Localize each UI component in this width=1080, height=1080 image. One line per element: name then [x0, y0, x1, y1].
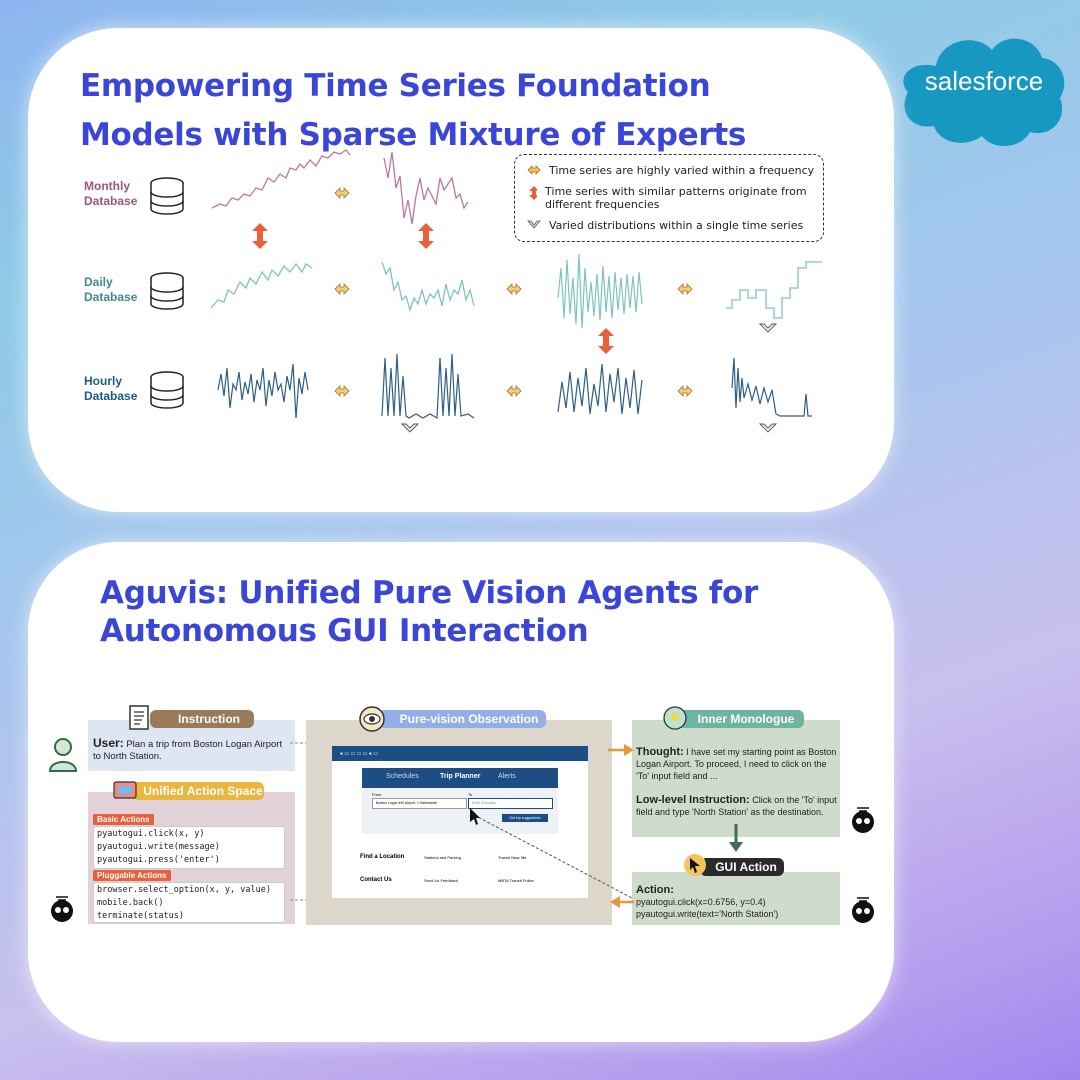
- salesforce-wordmark: salesforce: [925, 66, 1044, 96]
- inner-monologue-panel: Thought: I have set my starting point as…: [632, 720, 840, 837]
- title-line: Models with Sparse Mixture of Experts: [80, 117, 747, 153]
- action-space-panel: Basic Actions pyautogui.click(x, y) pyau…: [88, 792, 295, 924]
- basic-actions-tag: Basic Actions: [93, 814, 154, 825]
- pluggable-actions-box: browser.select_option(x, y, value) mobil…: [93, 882, 285, 923]
- user-icon: [48, 738, 78, 772]
- database-icon: [150, 272, 184, 310]
- database-icon: [150, 177, 184, 215]
- thought-text: Thought: I have set my starting point as…: [636, 746, 837, 781]
- paper-card-moirai-moe: Empowering Time Series Foundation Models…: [28, 28, 894, 512]
- legend-box: Time series are highly varied within a f…: [514, 154, 824, 242]
- low-level-instruction: Low-level Instruction: Click on the 'To'…: [636, 794, 837, 817]
- site-header: ● ▭ ▭ ▭ ▭ ● ▭: [332, 746, 588, 761]
- monthly-series-2: [383, 151, 469, 225]
- instruction-icon: [129, 705, 149, 730]
- stations-link[interactable]: Stations and Parking: [424, 855, 461, 860]
- toolbox-icon: [113, 781, 137, 799]
- from-input[interactable]: Boston Logan Int'l Airport, 1 Harborside: [372, 798, 467, 809]
- salesforce-logo: salesforce: [903, 38, 1065, 147]
- pluggable-actions-tag: Pluggable Actions: [93, 870, 171, 881]
- vertical-arrow-icon: [529, 186, 538, 200]
- site-tabs: Schedules Trip Planner Alerts: [362, 768, 558, 788]
- daily-series-4: [726, 261, 822, 319]
- gui-action-panel: Action: pyautogui.click(x=0.6756, y=0.4)…: [632, 872, 840, 925]
- down-arrow-icon: [729, 824, 743, 852]
- observation-header: Pure-vision Observation: [378, 710, 546, 728]
- legend-item: Time series are highly varied within a f…: [527, 164, 814, 177]
- legend-item: Time series with similar patterns origin…: [527, 185, 817, 211]
- action-text: Action: pyautogui.click(x=0.6756, y=0.4)…: [636, 884, 779, 919]
- legend-item: Varied distributions within a single tim…: [527, 219, 803, 232]
- time-series-figure: [150, 149, 822, 433]
- eye-icon: [359, 706, 385, 732]
- gui-action-header: GUI Action: [700, 858, 784, 876]
- title-line: Aguvis: Unified Pure Vision Agents for: [100, 575, 758, 611]
- cursor-icon: [684, 854, 706, 876]
- title-line: Autonomous GUI Interaction: [100, 613, 589, 649]
- transit-police-link[interactable]: MBTA Transit Police: [498, 878, 534, 883]
- database-icon: [150, 371, 184, 409]
- hourly-series-3: [557, 363, 643, 415]
- brain-icon: [663, 706, 687, 730]
- daily-series-3: [557, 253, 643, 329]
- get-trip-suggestions-button[interactable]: Get trip suggestions: [502, 814, 548, 822]
- hourly-series-4: [731, 357, 812, 417]
- feedback-link[interactable]: Send Us Feedback: [424, 878, 459, 883]
- connector-arrows: [470, 744, 634, 908]
- action-space-header: Unified Action Space: [132, 782, 264, 800]
- hourly-series-2: [381, 353, 475, 420]
- chevron-down-icon: [527, 220, 541, 229]
- instruction-header: Instruction: [150, 710, 254, 728]
- user-instruction: User: Plan a trip from Boston Logan Airp…: [93, 736, 283, 762]
- paper-title-1: Empowering Time Series Foundation Models…: [80, 62, 780, 160]
- double-arrow-icon: [527, 165, 541, 175]
- instruction-panel: User: Plan a trip from Boston Logan Airp…: [88, 720, 295, 771]
- find-location-label: Find a Location: [360, 854, 405, 860]
- monthly-series-1: [211, 149, 351, 209]
- title-line: Empowering Time Series Foundation: [80, 68, 711, 104]
- trip-planner-form: From To Boston Logan Int'l Airport, 1 Ha…: [362, 788, 558, 834]
- paper-card-aguvis: Aguvis: Unified Pure Vision Agents for A…: [28, 542, 894, 1042]
- robot-icon: [51, 896, 73, 922]
- robot-icon: [852, 897, 874, 923]
- observation-panel: ● ▭ ▭ ▭ ▭ ● ▭ Schedules Trip Planner Ale…: [306, 720, 612, 925]
- to-input[interactable]: Enter a location: [468, 798, 553, 809]
- contact-us-label: Contact Us: [360, 877, 392, 883]
- website-screenshot: ● ▭ ▭ ▭ ▭ ● ▭ Schedules Trip Planner Ale…: [332, 746, 588, 898]
- daily-series-1: [210, 262, 313, 309]
- transit-near-me-link[interactable]: Transit Near Me: [498, 855, 527, 860]
- hourly-series-1: [217, 363, 309, 419]
- basic-actions-box: pyautogui.click(x, y) pyautogui.write(me…: [93, 826, 285, 869]
- robot-icon: [852, 807, 874, 833]
- inner-monologue-header: Inner Monologue: [678, 710, 804, 728]
- paper-title-2: Aguvis: Unified Pure Vision Agents for A…: [100, 574, 800, 650]
- daily-series-2: [381, 261, 475, 313]
